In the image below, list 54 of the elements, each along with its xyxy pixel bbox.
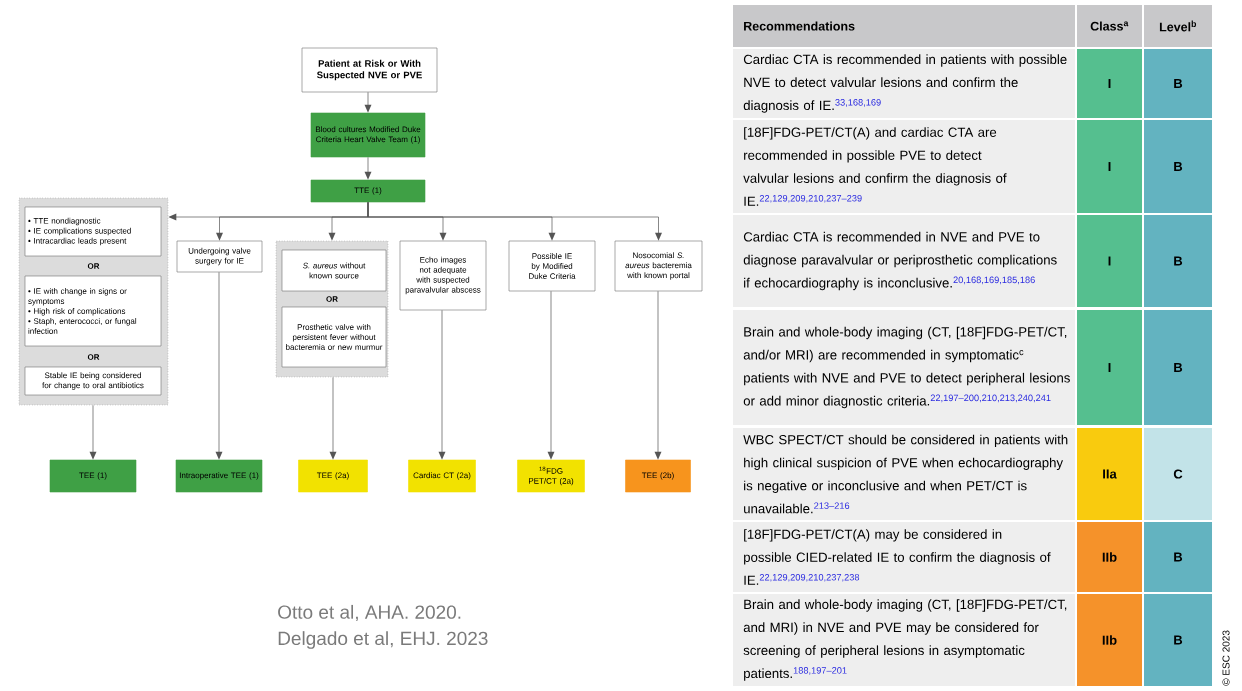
process-box: Nosocomial S. aureus bacteremia with known portal [614, 240, 703, 292]
arrow [329, 376, 337, 460]
recommendation-cell: Cardiac CTA is recommended in NVE and PVE to diagnose paravalvular or periprosthetic complications if echocardiography is inconclusive.$^{\text{20,168,169,185,186}}$ [733, 215, 1075, 307]
arrow [438, 309, 446, 460]
process-box: Cardiac CT (2a) [408, 459, 476, 493]
start-box: Patient at Risk or With Suspected NVE or PVE [301, 47, 438, 93]
arrow [547, 290, 555, 460]
process-box: Blood cultures Modified Duke Criteria Heart Valve Team (1) [310, 112, 426, 158]
recommendation-cell: WBC SPECT/CT should be considered in patients with high clinical suspicion of PVE when echocardiography is negative or inconclusive and when PET/CT is unavailable.$^{\text{213–216}}$ [733, 428, 1075, 520]
process-box: TTE (1) [310, 179, 426, 203]
citation: Otto et al, AHA. 2020. [278, 604, 461, 622]
arrow [89, 404, 97, 460]
arrow [367, 201, 662, 241]
level-cell: B [1144, 310, 1212, 425]
level-cell: C [1144, 428, 1212, 520]
process-box: Intraoperative TEE (1) [175, 459, 263, 493]
level-cell: B [1144, 120, 1212, 213]
process-box: TEE (2b) [625, 459, 691, 493]
class-cell: IIa [1077, 428, 1142, 520]
arrow [654, 290, 662, 460]
process-box: $^{18}$FDG PET/CT (2a) [517, 459, 585, 493]
level-cell: B [1144, 522, 1212, 592]
header-cell: Level$^{b}$ [1144, 5, 1212, 47]
process-box: Undergoing valve surgery for IE [176, 240, 263, 273]
process-box: TEE (1) [49, 459, 137, 493]
recommendation-cell: Brain and whole-body imaging (CT, [18F]FDG-PET/CT, and/or MRI) are recommended in symptomatic$^{c}$ patients with NVE and PVE to detect peripheral lesions or add minor diagnostic criteria.$^{\text{22,197–200,210,213,240,241}}$ [733, 310, 1075, 425]
process-box: S. aureus without known source [281, 249, 387, 292]
class-cell: I [1077, 49, 1142, 118]
class-cell: I [1077, 215, 1142, 307]
arrow [364, 91, 372, 113]
citation: Delgado et al, EHJ. 2023 [278, 631, 488, 649]
criteria-box: • TTE nondiagnostic • IE complications suspected • Intracardiac leads present [24, 206, 162, 257]
process-box: Possible IE by Modified Duke Criteria [508, 240, 596, 292]
recommendation-cell: Brain and whole-body imaging (CT, [18F]FDG-PET/CT, and MRI) in NVE and PVE may be considered for screening of peripheral lesions in asymptomatic patients.$^{\text{188,197–201}}$ [733, 594, 1075, 686]
copyright-notice: © ESC 2023 [1222, 630, 1230, 686]
process-box: Prosthetic valve with persistent fever without bacteremia or new murmur [281, 306, 387, 368]
arrow [364, 156, 372, 180]
process-box: Echo images not adequate with suspected paravalvular abscess [399, 240, 487, 311]
process-box: Stable IE being considered for change to oral antibiotics [24, 366, 162, 396]
process-box: TEE (2a) [298, 459, 368, 493]
level-cell: B [1144, 215, 1212, 307]
class-cell: IIb [1077, 522, 1142, 592]
class-cell: I [1077, 310, 1142, 425]
header-cell: Class$^{a}$ [1077, 5, 1142, 47]
header-cell: Recommendations [733, 5, 1075, 47]
level-cell: B [1144, 594, 1212, 686]
arrow [215, 271, 223, 460]
criteria-box: • IE with change in signs or symptoms • High risk of complications • Staph, enterococci, or fungal infection [24, 275, 162, 347]
class-cell: I [1077, 120, 1142, 213]
level-cell: B [1144, 49, 1212, 118]
recommendation-cell: [18F]FDG-PET/CT(A) and cardiac CTA are recommended in possible PVE to detect valvular lesions and confirm the diagnosis of IE.$^{\text{22,129,209,210,237–239}}$ [733, 120, 1075, 213]
class-cell: IIb [1077, 594, 1142, 686]
recommendation-cell: [18F]FDG-PET/CT(A) may be considered in possible CIED-related IE to confirm the diagnosis of IE.$^{\text{22,129,209,210,237,238}}$ [733, 522, 1075, 592]
recommendation-cell: Cardiac CTA is recommended in patients with possible NVE to detect valvular lesions and confirm the diagnosis of IE.$^{\text{33,168,169}}$ [733, 49, 1075, 118]
